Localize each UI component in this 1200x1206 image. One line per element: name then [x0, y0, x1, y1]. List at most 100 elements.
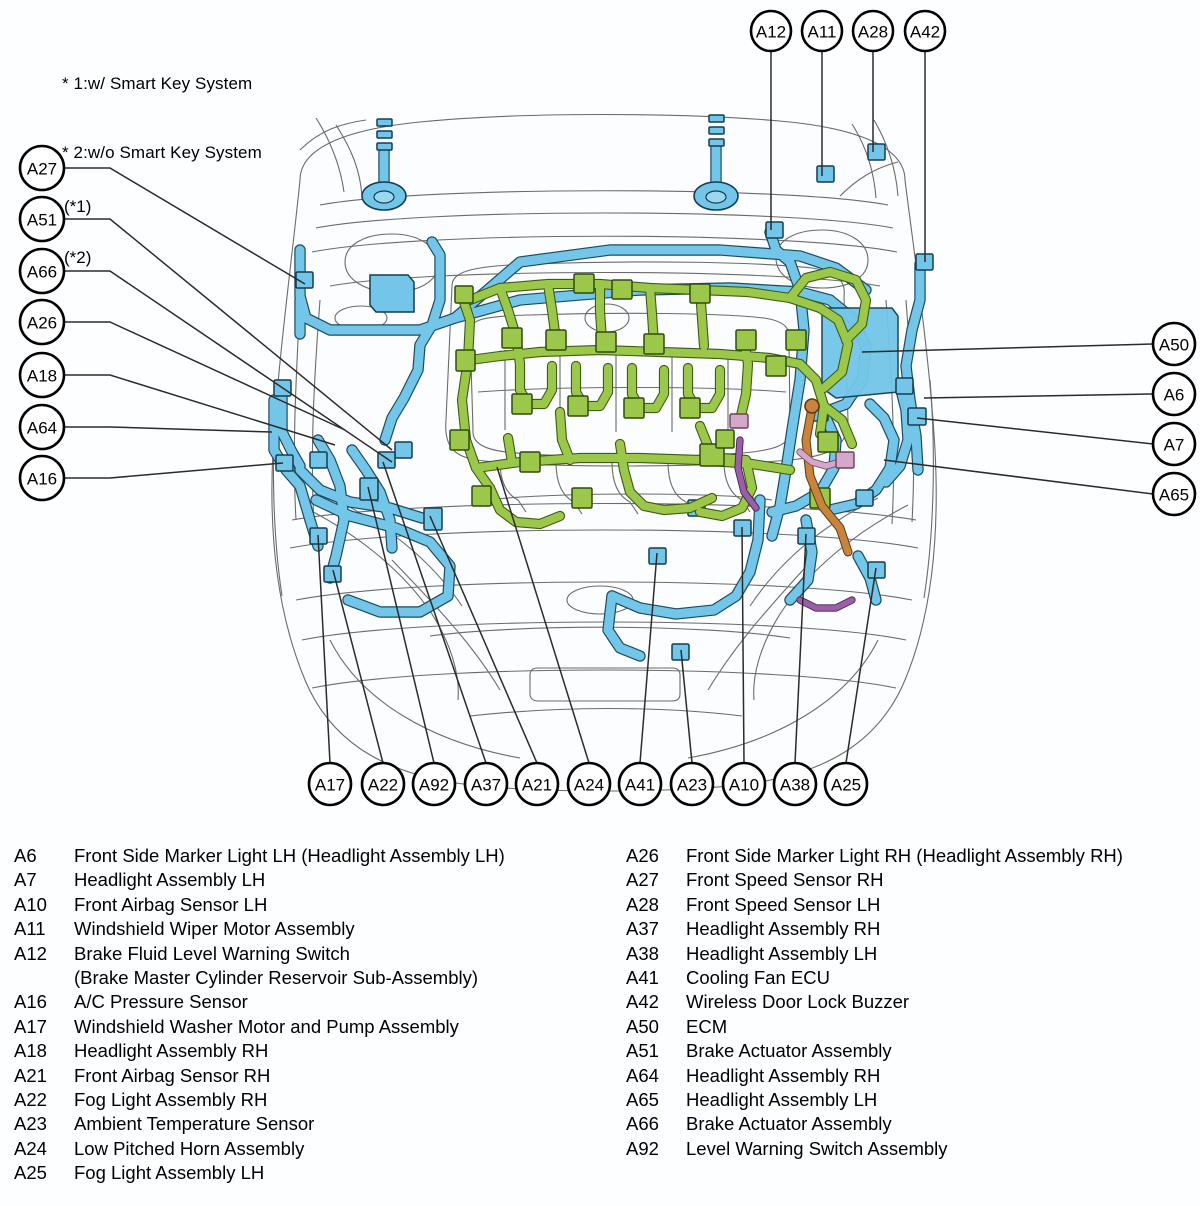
callout-circle[interactable] [18, 298, 66, 346]
callout-circle[interactable] [307, 761, 353, 807]
legend-code: A38 [626, 942, 659, 964]
legend-description: Low Pitched Horn Assembly [74, 1137, 305, 1159]
callout-circle[interactable] [18, 195, 66, 243]
legend-description: Windshield Washer Motor and Pump Assembl… [74, 1015, 459, 1037]
callout-label: A64 [27, 419, 57, 438]
callout-circle[interactable] [566, 761, 612, 807]
callout-label: A21 [522, 776, 552, 795]
legend-code: A41 [626, 966, 659, 988]
callout-a11[interactable]: A11 [800, 9, 844, 53]
legend-code: A7 [14, 869, 37, 891]
callout-leader-lines [64, 51, 1154, 764]
callout-circle[interactable] [903, 9, 947, 53]
callout-a42[interactable]: A42 [903, 9, 947, 53]
legend-description: Front Airbag Sensor LH [74, 893, 268, 915]
callout-footnote: (*2) [64, 248, 91, 267]
callout-circle[interactable] [18, 144, 66, 192]
smart-key-notes: * 1:w/ Smart Key System * 2:w/o Smart Ke… [62, 26, 262, 210]
legend-description: Brake Actuator Assembly [686, 1113, 892, 1135]
callout-circle[interactable] [1151, 371, 1197, 417]
callout-circle[interactable] [18, 351, 66, 399]
callout-a24[interactable]: A24 [566, 761, 612, 807]
callout-a21[interactable]: A21 [514, 761, 560, 807]
callout-circle[interactable] [1151, 421, 1197, 467]
callout-a66[interactable]: A66 [18, 247, 66, 295]
callout-circle[interactable] [749, 9, 793, 53]
callout-circle[interactable] [1151, 471, 1197, 517]
callout-a12[interactable]: A12 [749, 9, 793, 53]
callout-a50[interactable]: A50 [1151, 321, 1197, 367]
callout-a28[interactable]: A28 [851, 9, 895, 53]
callout-a23[interactable]: A23 [669, 761, 715, 807]
callout-circle[interactable] [617, 761, 663, 807]
callout-label: A17 [315, 776, 345, 795]
callout-a7[interactable]: A7 [1151, 421, 1197, 467]
callout-label: A10 [729, 776, 759, 795]
legend-description: Headlight Assembly LH [74, 869, 266, 891]
callout-circle[interactable] [721, 761, 767, 807]
callout-a22[interactable]: A22 [360, 761, 406, 807]
callout-label: A66 [27, 263, 57, 282]
callout-a25[interactable]: A25 [823, 761, 869, 807]
callout-footnote: (*1) [64, 197, 91, 216]
callout-label: A50 [1159, 336, 1189, 355]
callout-a10[interactable]: A10 [721, 761, 767, 807]
callout-circle[interactable] [851, 9, 895, 53]
callout-a38[interactable]: A38 [772, 761, 818, 807]
callout-a18[interactable]: A18 [18, 351, 66, 399]
callout-a65[interactable]: A65 [1151, 471, 1197, 517]
callout-label: A18 [27, 367, 57, 386]
callout-circle[interactable] [411, 761, 457, 807]
callout-circle[interactable] [823, 761, 869, 807]
callout-a64[interactable]: A64 [18, 403, 66, 451]
callout-a51[interactable]: A51 [18, 195, 66, 243]
callout-circle[interactable] [1151, 321, 1197, 367]
leader-line [382, 461, 487, 764]
legend-row: A50 ECM [626, 1015, 1123, 1039]
callout-circle[interactable] [800, 9, 844, 53]
leader-line [64, 374, 336, 446]
callout-circle[interactable] [18, 403, 66, 451]
callout-circle[interactable] [360, 761, 406, 807]
callout-a27[interactable]: A27 [18, 144, 66, 192]
callout-circle[interactable] [18, 454, 66, 502]
callout-circle[interactable] [463, 761, 509, 807]
callout-a6[interactable]: A6 [1151, 371, 1197, 417]
leader-line [317, 534, 331, 764]
note-line-1: * 1:w/ Smart Key System [62, 74, 253, 93]
leader-line [741, 526, 745, 764]
callout-a37[interactable]: A37 [463, 761, 509, 807]
callout-circle[interactable] [772, 761, 818, 807]
callout-label: A24 [574, 776, 604, 795]
callout-circle[interactable] [669, 761, 715, 807]
legend-code: A64 [626, 1064, 659, 1086]
callout-a17[interactable]: A17 [307, 761, 353, 807]
engine-compartment-diagram: .body{fill:none;stroke:#6b6b6b;stroke-wi… [18, 9, 1197, 807]
leader-line [794, 533, 807, 764]
leader-line [916, 417, 1154, 445]
legend-code: A51 [626, 1040, 659, 1062]
callout-circle[interactable] [18, 247, 66, 295]
callout-label: A11 [808, 23, 837, 42]
legend-code: A50 [626, 1015, 659, 1037]
callout-label: A25 [831, 776, 861, 795]
leader-line [923, 393, 1154, 399]
legend-description: ECM [686, 1015, 728, 1037]
callout-label: A38 [780, 776, 810, 795]
legend-row: A7 Headlight Assembly LH [14, 868, 505, 892]
green-engine-wire-harness [449, 266, 872, 530]
callout-circle[interactable] [514, 761, 560, 807]
callout-a16[interactable]: A16 [18, 454, 66, 502]
callout-a26[interactable]: A26 [18, 298, 66, 346]
legend-description: Brake Fluid Level Warning Switch [74, 942, 350, 964]
callout-a92[interactable]: A92 [411, 761, 457, 807]
legend-code: A16 [14, 991, 47, 1013]
callout-a41[interactable]: A41 [617, 761, 663, 807]
accessory-wire-harness [729, 398, 856, 612]
